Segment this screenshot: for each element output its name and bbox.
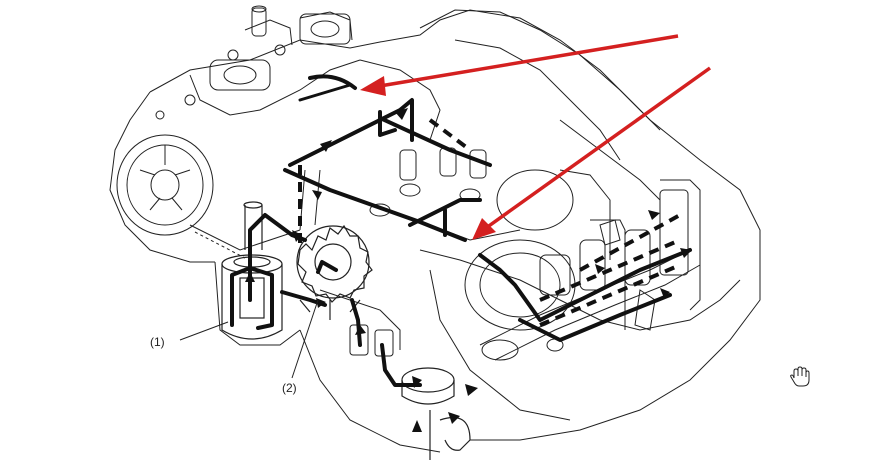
head-bolts (155, 5, 351, 120)
filter-label: (1) (150, 335, 165, 349)
pump-label: (2) (282, 381, 297, 395)
leader-lines (179, 299, 319, 379)
oil-strainer (401, 367, 471, 460)
engine-outline (109, 9, 761, 453)
camshaft-assembly (464, 169, 701, 361)
crankshaft-pulley (116, 134, 301, 259)
valve-train (299, 147, 521, 357)
flow-arrows (245, 108, 692, 432)
hand-cursor-icon (790, 366, 810, 387)
oil-return-dashes (298, 118, 681, 327)
callout-arrows (360, 34, 712, 240)
oil-pump-rotor (296, 224, 373, 320)
oil-flow-lines (230, 74, 692, 387)
